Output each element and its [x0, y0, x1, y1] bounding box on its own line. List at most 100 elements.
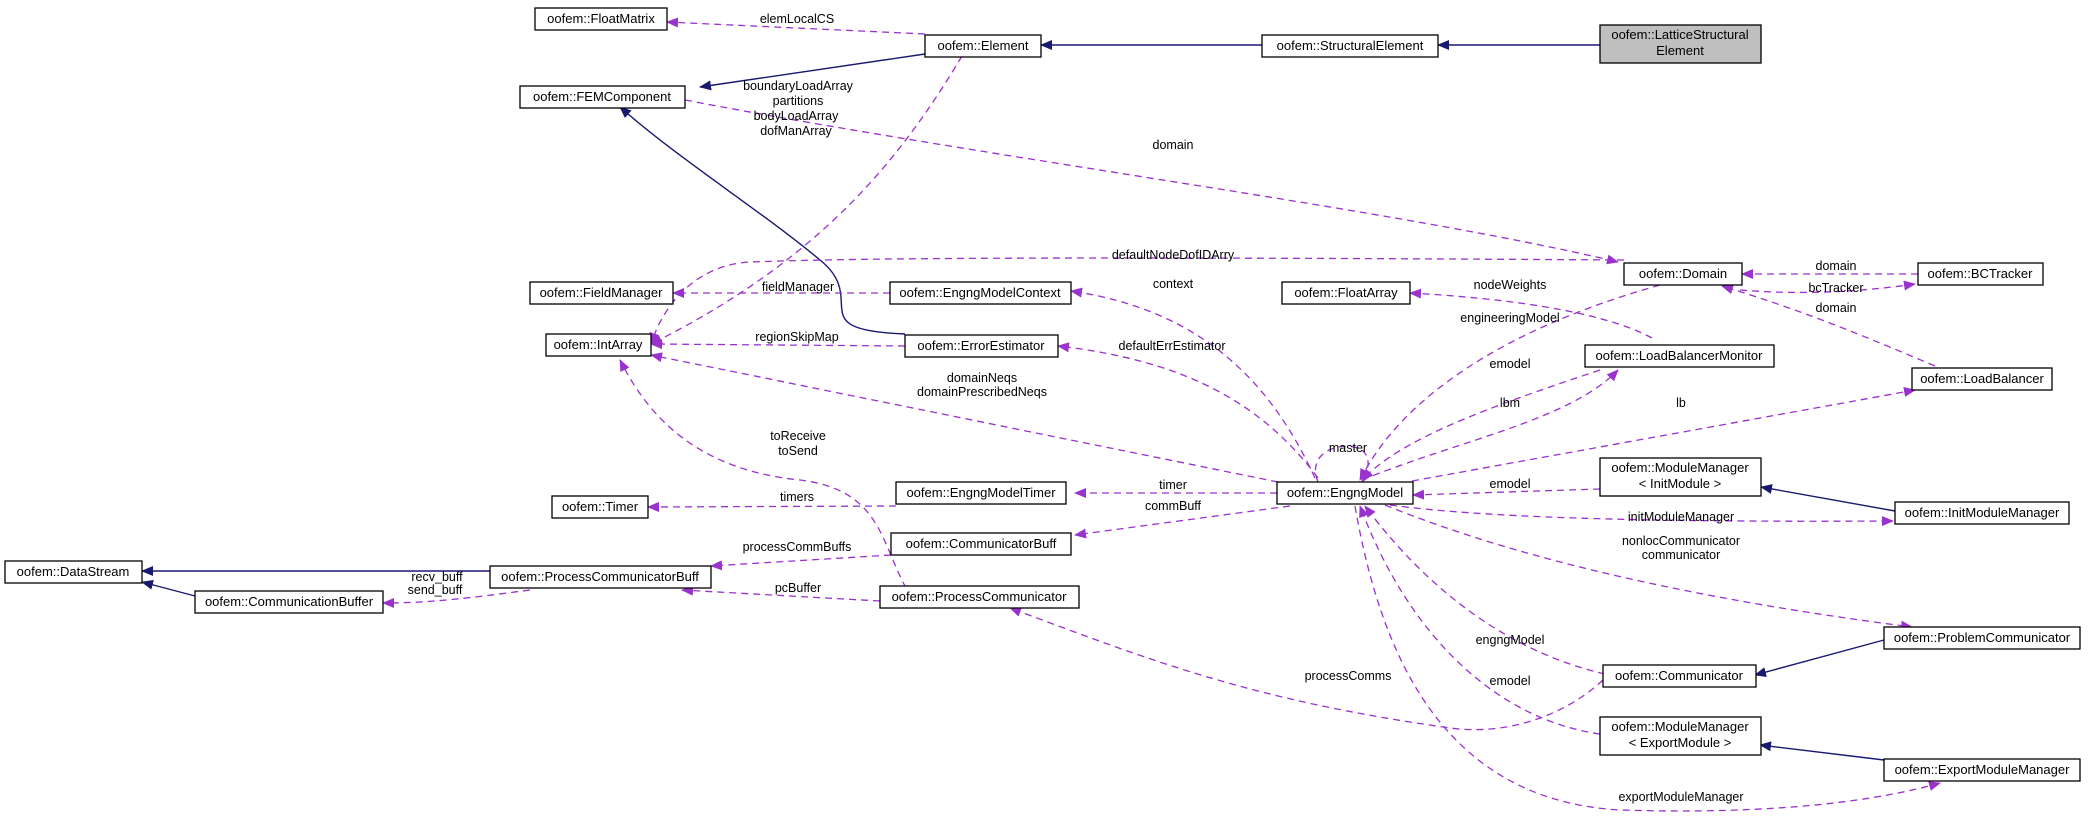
- node-engng-model[interactable]: oofem::EngngModel: [1276, 481, 1414, 505]
- node-bc-tracker[interactable]: oofem::BCTracker: [1917, 262, 2044, 286]
- node-communication-buffer[interactable]: oofem::CommunicationBuffer: [194, 590, 384, 614]
- node-load-balancer-monitor[interactable]: oofem::LoadBalancerMonitor: [1584, 344, 1775, 368]
- label-nonlocCommunicator: nonlocCommunicator: [1622, 534, 1740, 548]
- edge-communicator-to-problemcomm: [1754, 639, 1885, 677]
- node-float-matrix[interactable]: oofem::FloatMatrix: [534, 7, 668, 31]
- label-domain-lb: domain: [1816, 301, 1857, 315]
- label-engineeringModel: engineeringModel: [1460, 311, 1559, 325]
- label-communicator: communicator: [1642, 548, 1721, 562]
- edge-processComms: [1009, 607, 1604, 731]
- node-domain[interactable]: oofem::Domain: [1623, 262, 1743, 286]
- edge-femcomponent-to-element: [699, 53, 926, 91]
- edge-recv-send-buff: [382, 589, 531, 608]
- label-processCommBuffs: processCommBuffs: [743, 540, 852, 554]
- edge-modmgr-init-to-initmodmgr: [1760, 484, 1896, 512]
- label-boundaryLoadArray: boundaryLoadArray: [743, 79, 854, 93]
- label-nodeWeights: nodeWeights: [1474, 278, 1547, 292]
- edge-element-to-intarray: [650, 55, 963, 345]
- node-process-communicator-buff-label: oofem::ProcessCommunicatorBuff: [501, 569, 699, 584]
- node-communicator[interactable]: oofem::Communicator: [1602, 664, 1757, 688]
- label-toSend: toSend: [778, 444, 818, 458]
- node-engng-model-context[interactable]: oofem::EngngModelContext: [889, 281, 1072, 305]
- edge-femcomponent-to-errorestimator: [619, 106, 906, 335]
- edge-labels: elemLocalCS boundaryLoadArray partitions…: [408, 12, 1864, 804]
- node-module-manager-export[interactable]: oofem::ModuleManager < ExportModule >: [1599, 716, 1762, 756]
- edge-defaultErrEstimator: [1057, 342, 1319, 479]
- node-engng-model-label: oofem::EngngModel: [1287, 485, 1403, 500]
- node-element-label: oofem::Element: [937, 38, 1028, 53]
- node-module-manager-init-line2: < InitModule >: [1639, 476, 1721, 491]
- edge-femcomponent-domain: [684, 99, 1619, 265]
- node-domain-label: oofem::Domain: [1639, 266, 1727, 281]
- node-module-manager-export-line1: oofem::ModuleManager: [1611, 719, 1749, 734]
- label-emodel-comm: emodel: [1490, 674, 1531, 688]
- edge-nonlocCommunicator: [1384, 504, 1913, 631]
- edge-commBuff: [1074, 505, 1291, 539]
- edge-lbm: [1361, 369, 1619, 481]
- node-structural-element[interactable]: oofem::StructuralElement: [1261, 34, 1439, 58]
- node-init-module-manager[interactable]: oofem::InitModuleManager: [1894, 501, 2070, 525]
- edge-regionSkipMap: [650, 339, 906, 350]
- label-emodel-lbm: emodel: [1490, 357, 1531, 371]
- node-export-module-manager[interactable]: oofem::ExportModuleManager: [1883, 758, 2081, 782]
- edge-bcTracker: [1739, 280, 1916, 294]
- edge-emodel-comm: [1359, 505, 1601, 735]
- node-problem-communicator[interactable]: oofem::ProblemCommunicator: [1883, 626, 2081, 650]
- edge-domain-to-intarray: [649, 257, 1625, 345]
- node-timer-label: oofem::Timer: [562, 499, 639, 514]
- label-domain-bc: domain: [1816, 259, 1857, 273]
- label-recv-buff: recv_buff: [411, 570, 463, 584]
- node-error-estimator[interactable]: oofem::ErrorEstimator: [904, 334, 1059, 358]
- node-data-stream[interactable]: oofem::DataStream: [4, 560, 143, 584]
- edge-timers: [647, 501, 897, 512]
- label-context: context: [1153, 277, 1194, 291]
- node-communication-buffer-label: oofem::CommunicationBuffer: [205, 594, 374, 609]
- edge-exportModuleManager: [1354, 505, 1941, 812]
- label-timer: timer: [1159, 478, 1187, 492]
- label-initModuleManager: initModuleManager: [1628, 510, 1734, 524]
- label-domainNeqs: domainNeqs: [947, 371, 1017, 385]
- node-module-manager-export-line2: < ExportModule >: [1629, 735, 1732, 750]
- node-load-balancer-label: oofem::LoadBalancer: [1920, 371, 2044, 386]
- node-process-communicator[interactable]: oofem::ProcessCommunicator: [879, 585, 1080, 609]
- node-communicator-label: oofem::Communicator: [1615, 668, 1744, 683]
- label-commBuff: commBuff: [1145, 499, 1202, 513]
- node-data-stream-label: oofem::DataStream: [17, 564, 130, 579]
- label-lb: lb: [1676, 396, 1686, 410]
- node-process-communicator-label: oofem::ProcessCommunicator: [892, 589, 1068, 604]
- node-lattice-label-line1: oofem::LatticeStructural: [1611, 27, 1748, 42]
- edge-datastream-to-commbuffer: [141, 579, 196, 597]
- node-structural-element-label: oofem::StructuralElement: [1277, 38, 1424, 53]
- node-load-balancer[interactable]: oofem::LoadBalancer: [1911, 367, 2053, 391]
- label-send-buff: send_buff: [408, 583, 463, 597]
- edge-domainNeqs: [650, 352, 1279, 483]
- node-lattice-label-line2: Element: [1656, 43, 1704, 58]
- edge-modmgr-export-to-exportmodmgr: [1759, 741, 1885, 761]
- label-processComms: processComms: [1305, 669, 1392, 683]
- node-lattice-structural-element[interactable]: oofem::LatticeStructural Element: [1599, 24, 1762, 64]
- node-int-array[interactable]: oofem::IntArray: [545, 333, 652, 357]
- node-module-manager-init[interactable]: oofem::ModuleManager < InitModule >: [1599, 457, 1762, 497]
- node-communicator-buff[interactable]: oofem::CommunicatorBuff: [890, 532, 1072, 556]
- label-toReceive: toReceive: [770, 429, 826, 443]
- edge-initModuleManager: [1389, 504, 1894, 527]
- node-error-estimator-label: oofem::ErrorEstimator: [917, 338, 1045, 353]
- node-process-communicator-buff[interactable]: oofem::ProcessCommunicatorBuff: [489, 565, 712, 589]
- node-engng-model-timer[interactable]: oofem::EngngModelTimer: [895, 481, 1067, 505]
- node-field-manager[interactable]: oofem::FieldManager: [529, 281, 674, 305]
- node-timer[interactable]: oofem::Timer: [551, 495, 649, 519]
- node-element[interactable]: oofem::Element: [924, 34, 1042, 58]
- node-float-array[interactable]: oofem::FloatArray: [1281, 281, 1411, 305]
- label-regionSkipMap: regionSkipMap: [755, 330, 838, 344]
- node-int-array-label: oofem::IntArray: [554, 337, 643, 352]
- edge-lb: [1411, 387, 1916, 482]
- label-emodel-init: emodel: [1490, 477, 1531, 491]
- edge-processCommBuffs: [710, 554, 892, 571]
- node-fem-component[interactable]: oofem::FEMComponent: [519, 85, 686, 109]
- nodes: oofem::LatticeStructural Element oofem::…: [4, 7, 2081, 782]
- edge-pcBuffer: [681, 585, 881, 602]
- label-engngModel: engngModel: [1476, 633, 1545, 647]
- edge-engineeringModel: [1359, 284, 1661, 481]
- node-engng-model-timer-label: oofem::EngngModelTimer: [906, 485, 1056, 500]
